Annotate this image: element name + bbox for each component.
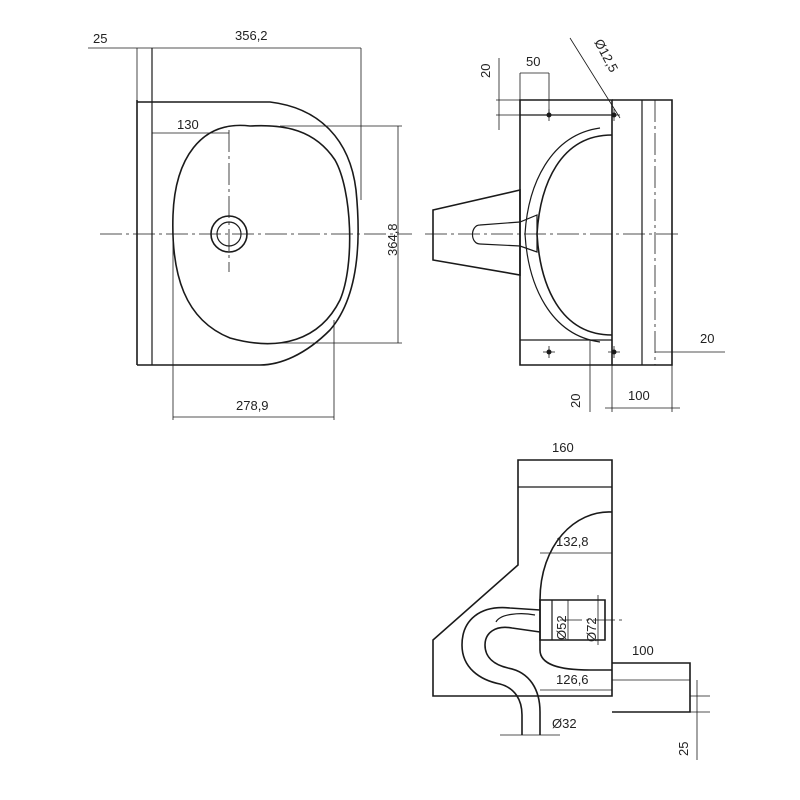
dim-drain-inner-label: Ø52 [554,615,569,640]
top-bowl-outline [172,124,351,345]
dim-top-width-label: 160 [552,440,574,455]
dim-25-section-ext [690,695,710,713]
side-bowl-curve [536,134,613,336]
dim-flange-label: 25 [93,31,107,46]
top-view: 25 356,2 130 364,8 278,9 [88,28,412,420]
dim-hole-offset-top-label: 20 [478,64,493,78]
section-trap-inner [484,626,541,735]
dim-bowl-width-section-label: 132,8 [556,534,589,549]
dim-drain-offset-label: 130 [177,117,199,132]
side-trap-body [432,188,521,276]
side-outlet-pipe [471,214,538,253]
dim-hole-diameter-leader [569,37,621,119]
side-bowl-rim [524,127,601,343]
dim-100-section-line [611,640,665,664]
side-screw-hole-bottom-right [608,346,620,358]
dim-hole-spacing-top-label: 50 [526,54,540,69]
dim-20-top-ext [496,99,520,116]
dim-depth-label: 364,8 [385,223,400,256]
dim-100-side-ext [611,365,673,412]
section-drain-box [539,599,606,641]
dim-50-ext [519,73,550,115]
section-trap-outer [461,606,541,735]
dim-wall-depth-label: 100 [628,388,650,403]
dim-overall-width-label: 356,2 [235,28,268,43]
top-basin-outline [137,101,359,366]
dim-drain-outer-label: Ø72 [584,617,599,642]
side-back-plate [519,99,613,366]
side-screw-hole-bottom-left [543,346,555,358]
dim-hole-offset-bottom-label: 20 [568,394,583,408]
section-view: 160 132,8 Ø52 Ø72 100 126,6 Ø32 25 [432,440,710,760]
dim-hole-diameter-label: Ø12,5 [591,36,621,74]
dim-outlet-label: Ø32 [552,716,577,731]
side-view: 50 20 Ø12,5 20 20 100 [425,36,725,412]
section-trap-ring [495,613,536,623]
dim-right-flange-label: 20 [700,331,714,346]
section-body-outline [432,459,613,697]
dim-base-width-label: 126,6 [556,672,589,687]
section-wall [612,662,691,713]
dim-section-wall-depth-label: 100 [632,643,654,658]
dim-bowl-width-label: 278,9 [236,398,269,413]
dim-base-height-label: 25 [676,742,691,756]
